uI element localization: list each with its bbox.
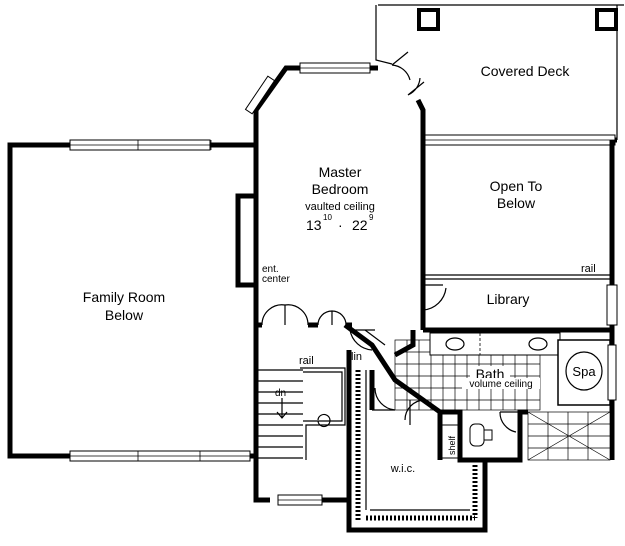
label-ent-center-1: ent. bbox=[262, 264, 279, 275]
toilet-tank bbox=[483, 429, 493, 441]
toilet-door bbox=[499, 411, 520, 433]
library-window bbox=[606, 284, 618, 326]
lin-door bbox=[349, 329, 375, 351]
dim-width: 13 bbox=[306, 217, 322, 233]
bath-area bbox=[394, 332, 617, 463]
sink-left bbox=[445, 337, 465, 351]
deck-post-left-inner bbox=[421, 12, 436, 27]
master-dimensions: 13 10 · 22 9 bbox=[306, 213, 374, 233]
deck-door bbox=[391, 51, 411, 81]
label-master-vaulted: vaulted ceiling bbox=[305, 201, 375, 213]
covered-deck bbox=[375, 4, 624, 140]
label-master-bedroom-1: Master bbox=[319, 164, 362, 180]
label-bath-volume: volume ceiling bbox=[469, 379, 532, 390]
deck-edge-left bbox=[375, 5, 393, 65]
hall-diagonal bbox=[343, 322, 443, 460]
label-dn: dn bbox=[275, 388, 286, 399]
bedroom-double-door-right bbox=[317, 310, 347, 326]
label-lin: lin bbox=[351, 351, 362, 363]
label-library: Library bbox=[487, 291, 530, 307]
open-to-below-area bbox=[422, 134, 618, 460]
library-door bbox=[422, 284, 447, 311]
dim-width-sup: 10 bbox=[323, 213, 332, 222]
deck-post-right-inner bbox=[599, 12, 614, 27]
spa-basin bbox=[565, 351, 603, 391]
sink-right bbox=[528, 337, 548, 351]
label-covered-deck: Covered Deck bbox=[481, 63, 571, 79]
walk-in-closet bbox=[346, 350, 488, 533]
bedroom-double-door-left bbox=[261, 304, 309, 326]
spa-tub bbox=[557, 339, 611, 406]
label-ent-center-2: center bbox=[262, 274, 290, 285]
label-wic: w.i.c. bbox=[390, 463, 415, 475]
label-shelf: shelf bbox=[447, 435, 457, 455]
bedroom-window-angled-left bbox=[244, 75, 276, 115]
closet-door bbox=[372, 387, 396, 411]
toilet bbox=[469, 423, 485, 447]
dim-sep: · bbox=[338, 217, 343, 233]
label-rail-open: rail bbox=[581, 263, 596, 275]
master-bedroom-walls bbox=[235, 51, 426, 330]
dim-length: 22 bbox=[352, 217, 368, 233]
label-spa: Spa bbox=[572, 364, 596, 379]
stairs bbox=[253, 304, 352, 506]
label-master-bedroom-2: Bedroom bbox=[312, 181, 369, 197]
label-family-room-1: Family Room bbox=[83, 289, 165, 305]
stair-rail bbox=[300, 367, 346, 460]
deck-door-right bbox=[407, 77, 425, 96]
spa-window bbox=[607, 344, 617, 401]
label-open-to-below-2: Below bbox=[497, 195, 536, 211]
label-open-to-below-1: Open To bbox=[490, 178, 543, 194]
label-family-room-2: Below bbox=[105, 307, 144, 323]
dim-length-sup: 9 bbox=[369, 213, 374, 222]
bath-vanity bbox=[429, 332, 561, 356]
bath-note-bg bbox=[462, 378, 540, 389]
family-room-outline bbox=[7, 139, 258, 462]
label-rail-stair: rail bbox=[299, 355, 314, 367]
